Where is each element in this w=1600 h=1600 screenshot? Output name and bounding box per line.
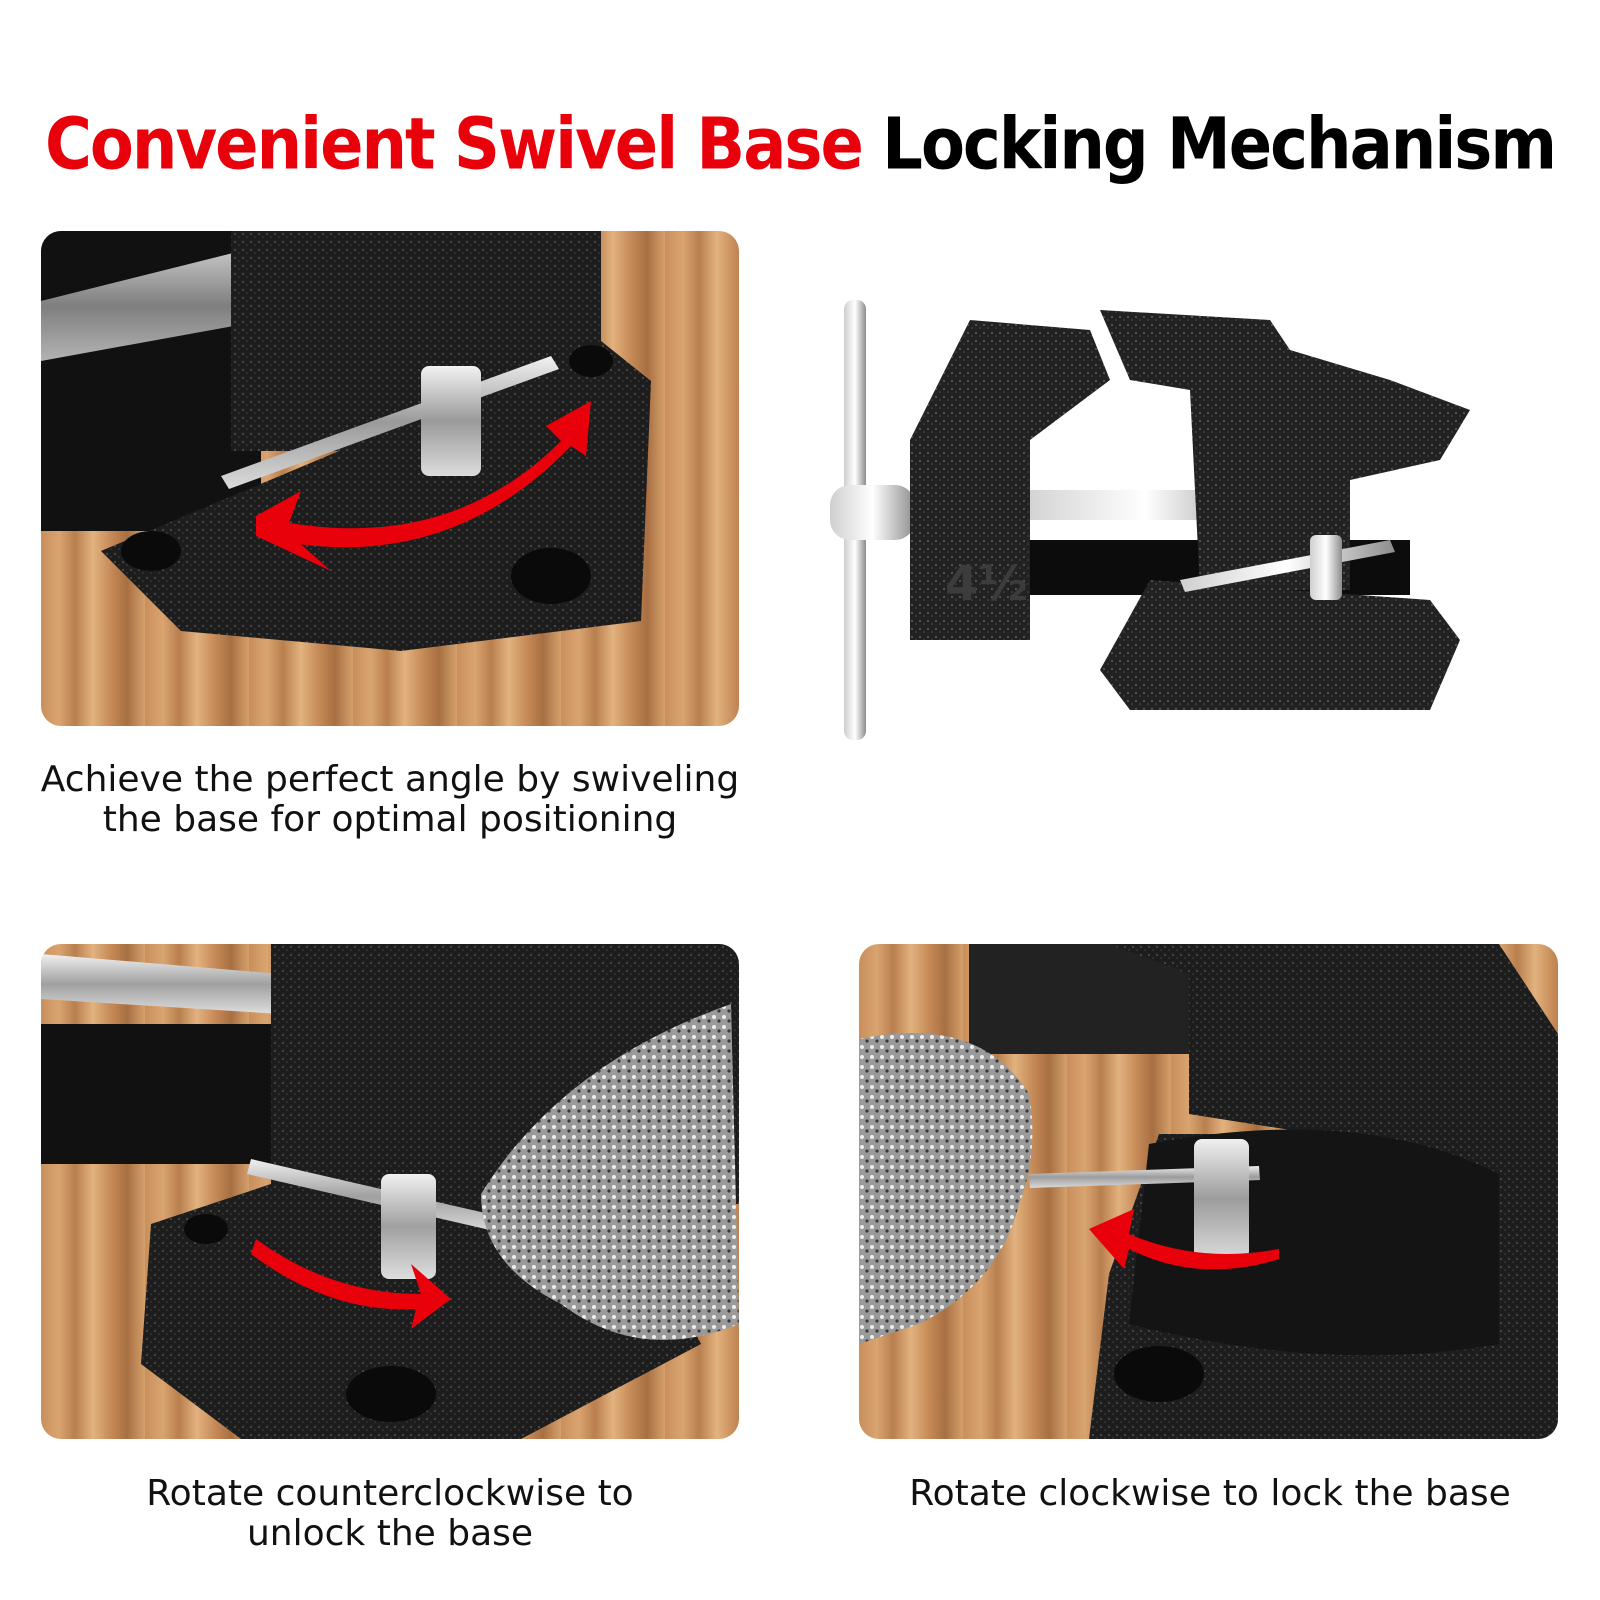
slide-bar — [41, 1024, 291, 1164]
rear-jaw-anvil — [1100, 310, 1470, 590]
unlock-photo-panel — [41, 944, 739, 1439]
headline: Convenient Swivel Base Locking Mechanism — [0, 100, 1600, 190]
lock-handle-knob — [421, 366, 481, 476]
anvil-body — [1109, 944, 1558, 1144]
swivel-caption: Achieve the perfect angle by swiveling t… — [30, 760, 750, 840]
two-way-arrow-icon — [256, 401, 591, 548]
swivel-base-illustration — [41, 231, 651, 651]
lock-illustration — [859, 944, 1558, 1439]
bolt-hole-right — [511, 548, 591, 604]
t-handle-hub — [830, 485, 915, 540]
unlock-caption-line-1: Rotate counterclockwise to — [146, 1473, 634, 1514]
lock-handle-knob — [1310, 535, 1342, 600]
swivel-caption-line-1: Achieve the perfect angle by swiveling — [40, 759, 740, 800]
unlock-caption-line-2: unlock the base — [246, 1513, 534, 1554]
lock-photo-panel — [859, 944, 1558, 1439]
clockwise-arrow-icon — [1089, 1209, 1279, 1270]
lead-screw — [41, 954, 281, 1014]
unlock-illustration — [41, 944, 739, 1439]
jaw-marking: 4½ — [945, 556, 1028, 612]
headline-black-part: Locking Mechanism — [882, 103, 1557, 187]
front-jaw — [910, 320, 1110, 640]
swivel-base — [1100, 580, 1460, 710]
lock-handle-knob — [1194, 1139, 1249, 1259]
bolt-hole-front — [1114, 1346, 1204, 1402]
arrow-head-left-icon — [256, 491, 331, 571]
gloved-hand — [859, 1033, 1033, 1344]
unlock-caption: Rotate counterclockwise to unlock the ba… — [40, 1474, 740, 1554]
bolt-hole-front — [346, 1366, 436, 1422]
lock-handle-knob — [381, 1174, 436, 1279]
swivel-photo-panel — [41, 231, 739, 726]
lock-caption-line-1: Rotate clockwise to lock the base — [909, 1473, 1511, 1514]
swivel-disc — [1129, 1129, 1499, 1356]
bolt-hole-left — [121, 531, 181, 571]
bolt-hole-left — [184, 1214, 228, 1244]
headline-red-part: Convenient Swivel Base — [44, 103, 864, 187]
counterclockwise-arrow-icon — [251, 1239, 451, 1329]
bench-vise-product-photo: 4½ — [830, 290, 1510, 770]
lead-screw — [41, 251, 261, 361]
bolt-hole-back — [569, 345, 613, 377]
gloved-hand — [481, 1004, 739, 1340]
lock-handle — [247, 1159, 511, 1234]
swivel-caption-line-2: the base for optimal positioning — [102, 799, 678, 840]
lock-caption: Rotate clockwise to lock the base — [860, 1474, 1560, 1514]
